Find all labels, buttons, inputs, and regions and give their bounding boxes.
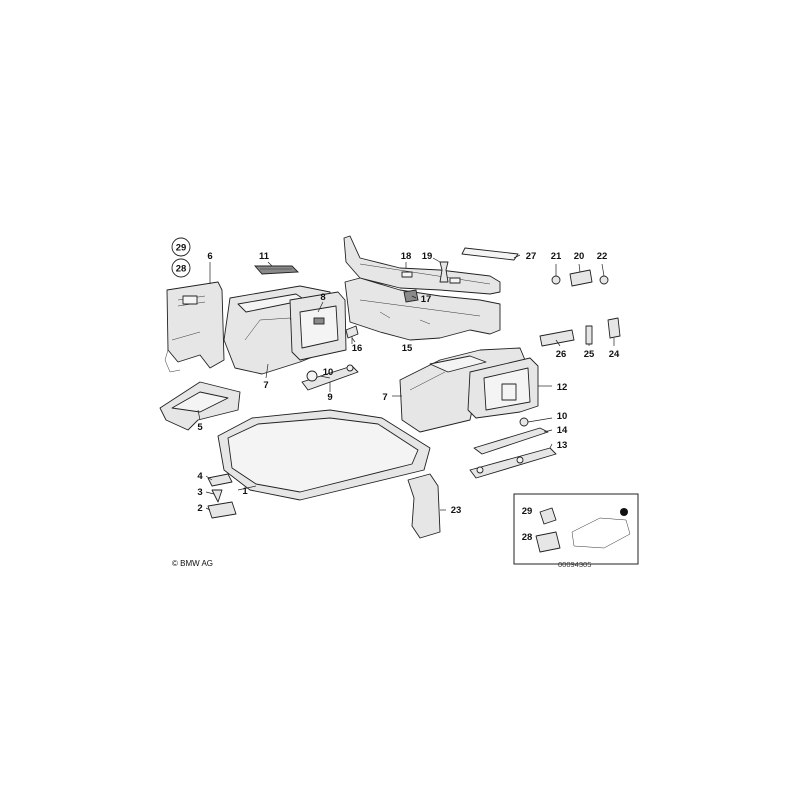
part-2-grommet <box>207 501 237 519</box>
callout-15: 15 <box>402 343 413 354</box>
part-17-clip <box>403 289 419 303</box>
callout-14: 14 <box>557 425 568 436</box>
diagram-code: 00094305 <box>558 560 591 569</box>
callout-1: 1 <box>242 486 248 497</box>
copyright-text: © BMW AG <box>172 559 213 568</box>
part-3-screw <box>211 489 223 503</box>
callout-10-left: 10 <box>323 367 334 378</box>
callout-26: 26 <box>556 349 567 360</box>
callout-3: 3 <box>197 487 202 498</box>
part-8-pocket <box>289 291 347 361</box>
callout-8: 8 <box>320 292 325 303</box>
callout-28-top: 28 <box>176 264 187 275</box>
callout-25: 25 <box>584 349 595 360</box>
part-19-clip <box>439 261 449 283</box>
part-6-side-panel <box>164 281 225 373</box>
callout-10-right: 10 <box>557 411 568 422</box>
part-4-plate <box>207 473 233 487</box>
part-25-pin <box>585 325 593 345</box>
callout-4: 4 <box>197 471 203 482</box>
callout-20: 20 <box>574 251 585 262</box>
callout-7-left: 7 <box>263 380 268 391</box>
callout-circle-28 <box>171 258 191 278</box>
callout-16: 16 <box>352 343 363 354</box>
inset-box <box>513 493 639 565</box>
callout-27: 27 <box>526 251 537 262</box>
part-15-rear-panel <box>344 277 501 341</box>
part-5-tray <box>159 381 241 431</box>
callout-24: 24 <box>609 349 620 360</box>
callout-13: 13 <box>557 440 568 451</box>
callout-22: 22 <box>597 251 608 262</box>
part-26-connector <box>539 329 575 347</box>
callout-5: 5 <box>197 422 203 433</box>
callout-11: 11 <box>259 251 270 262</box>
callout-29-inset: 29 <box>522 506 533 517</box>
part-11-pad <box>254 265 300 275</box>
part-13-rail <box>469 447 557 479</box>
callout-6: 6 <box>207 251 212 262</box>
callout-12: 12 <box>557 382 568 393</box>
callout-9: 9 <box>327 392 332 403</box>
part-27-strip <box>461 247 519 261</box>
callout-28-inset: 28 <box>522 532 533 543</box>
part-23-bracket <box>407 473 441 539</box>
callout-29-top: 29 <box>176 243 187 254</box>
part-7-right-trim <box>399 347 526 433</box>
part-12-cover <box>467 357 539 419</box>
part-1-floor-mat <box>217 409 431 501</box>
part-24-latch <box>607 317 621 339</box>
leader-lines <box>197 254 615 511</box>
callout-2: 2 <box>197 503 202 514</box>
part-10-right-clip <box>519 417 529 427</box>
callout-7-right: 7 <box>382 392 387 403</box>
callout-circle-29 <box>171 237 191 257</box>
part-16-screw <box>345 325 359 344</box>
callout-23: 23 <box>451 505 462 516</box>
part-21-nut <box>551 275 561 285</box>
callout-labels: 29 28 6 11 8 7 5 16 10 9 18 19 27 17 15 … <box>171 237 620 543</box>
callout-21: 21 <box>551 251 562 262</box>
callout-17: 17 <box>421 294 432 305</box>
callout-18: 18 <box>401 251 412 262</box>
part-20-bracket <box>569 269 593 287</box>
callout-19: 19 <box>422 251 433 262</box>
part-22-nut <box>599 275 609 285</box>
part-14-rail <box>473 427 549 455</box>
